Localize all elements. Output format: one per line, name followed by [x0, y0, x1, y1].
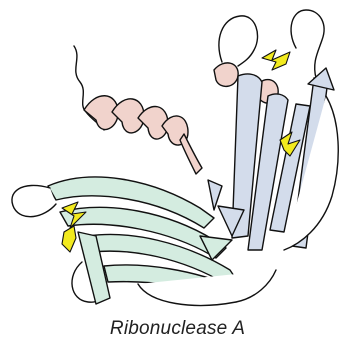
alpha-helix-1 — [84, 96, 202, 174]
figure-caption: Ribonuclease A — [0, 318, 355, 340]
left-loop — [12, 185, 56, 216]
top-loop — [219, 16, 258, 66]
disulfide-bond-4 — [62, 226, 76, 252]
disulfide-bond-1 — [262, 50, 290, 70]
beta-arrow-blue-3 — [208, 180, 222, 210]
top-right-loop — [291, 10, 324, 78]
